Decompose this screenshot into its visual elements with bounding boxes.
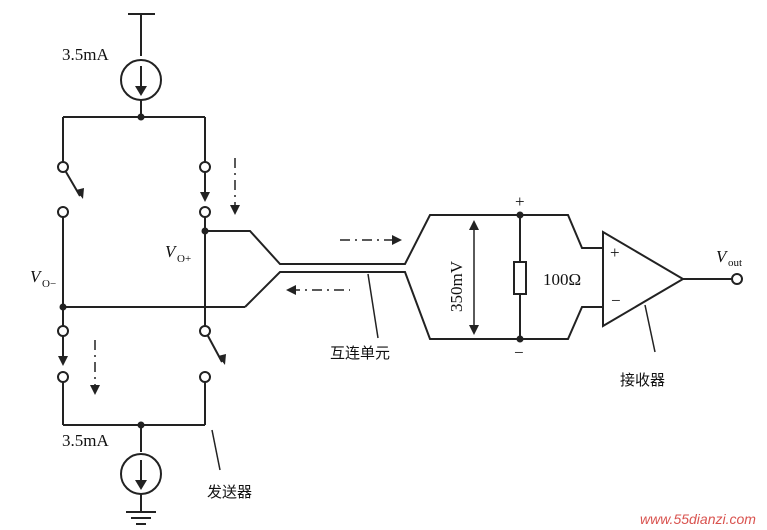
switch-left-bottom bbox=[57, 307, 69, 425]
switch-right-top bbox=[199, 117, 211, 326]
signal-arrow-return bbox=[286, 285, 350, 295]
signal-arrow-forward bbox=[340, 235, 402, 245]
line-lower-conductor bbox=[244, 271, 520, 340]
switch-left-top bbox=[57, 117, 84, 307]
current-arrow-upper bbox=[230, 158, 240, 215]
current-source-bottom bbox=[120, 425, 162, 512]
junction-top bbox=[137, 113, 145, 121]
receiver-leader bbox=[644, 304, 656, 353]
current-arrow-lower bbox=[90, 340, 100, 395]
watermark-text: www.55dianzi.com bbox=[640, 511, 756, 527]
switch-right-bottom bbox=[199, 325, 226, 425]
line-upper-conductor bbox=[205, 214, 520, 265]
interconnect-leader bbox=[367, 273, 379, 339]
voltage-dimension bbox=[469, 220, 479, 335]
vo-plus-label: V bbox=[165, 242, 178, 261]
vo-plus-subscript: O+ bbox=[177, 253, 191, 265]
supply-rail-top bbox=[128, 13, 155, 56]
receiver-input-plus-wire bbox=[520, 214, 603, 249]
plus-sign: + bbox=[515, 192, 525, 211]
amp-minus-sign: − bbox=[611, 291, 621, 310]
receiver-amplifier bbox=[602, 230, 685, 328]
receiver-label: 接收器 bbox=[620, 371, 665, 389]
amp-plus-sign: + bbox=[610, 243, 620, 262]
transmitter-label: 发送器 bbox=[207, 483, 252, 501]
termination-resistor bbox=[513, 215, 527, 339]
current-label-top: 3.5mA bbox=[62, 45, 109, 64]
ground-symbol bbox=[126, 511, 156, 525]
vout-subscript: out bbox=[728, 257, 742, 269]
vo-minus-subscript: O− bbox=[42, 278, 56, 290]
current-label-bottom: 3.5mA bbox=[62, 431, 109, 450]
output-terminal bbox=[731, 273, 743, 285]
interconnect-label: 互连单元 bbox=[330, 344, 390, 362]
transmitter-leader bbox=[211, 429, 221, 471]
receiver-input-minus-wire bbox=[520, 306, 603, 340]
resistor-label: 100Ω bbox=[543, 270, 581, 289]
vout-label: V bbox=[716, 247, 729, 266]
minus-sign: − bbox=[514, 343, 524, 362]
voltage-label: 350mV bbox=[447, 260, 466, 312]
current-source-top bbox=[120, 59, 162, 117]
vo-minus-label: V bbox=[30, 267, 43, 286]
